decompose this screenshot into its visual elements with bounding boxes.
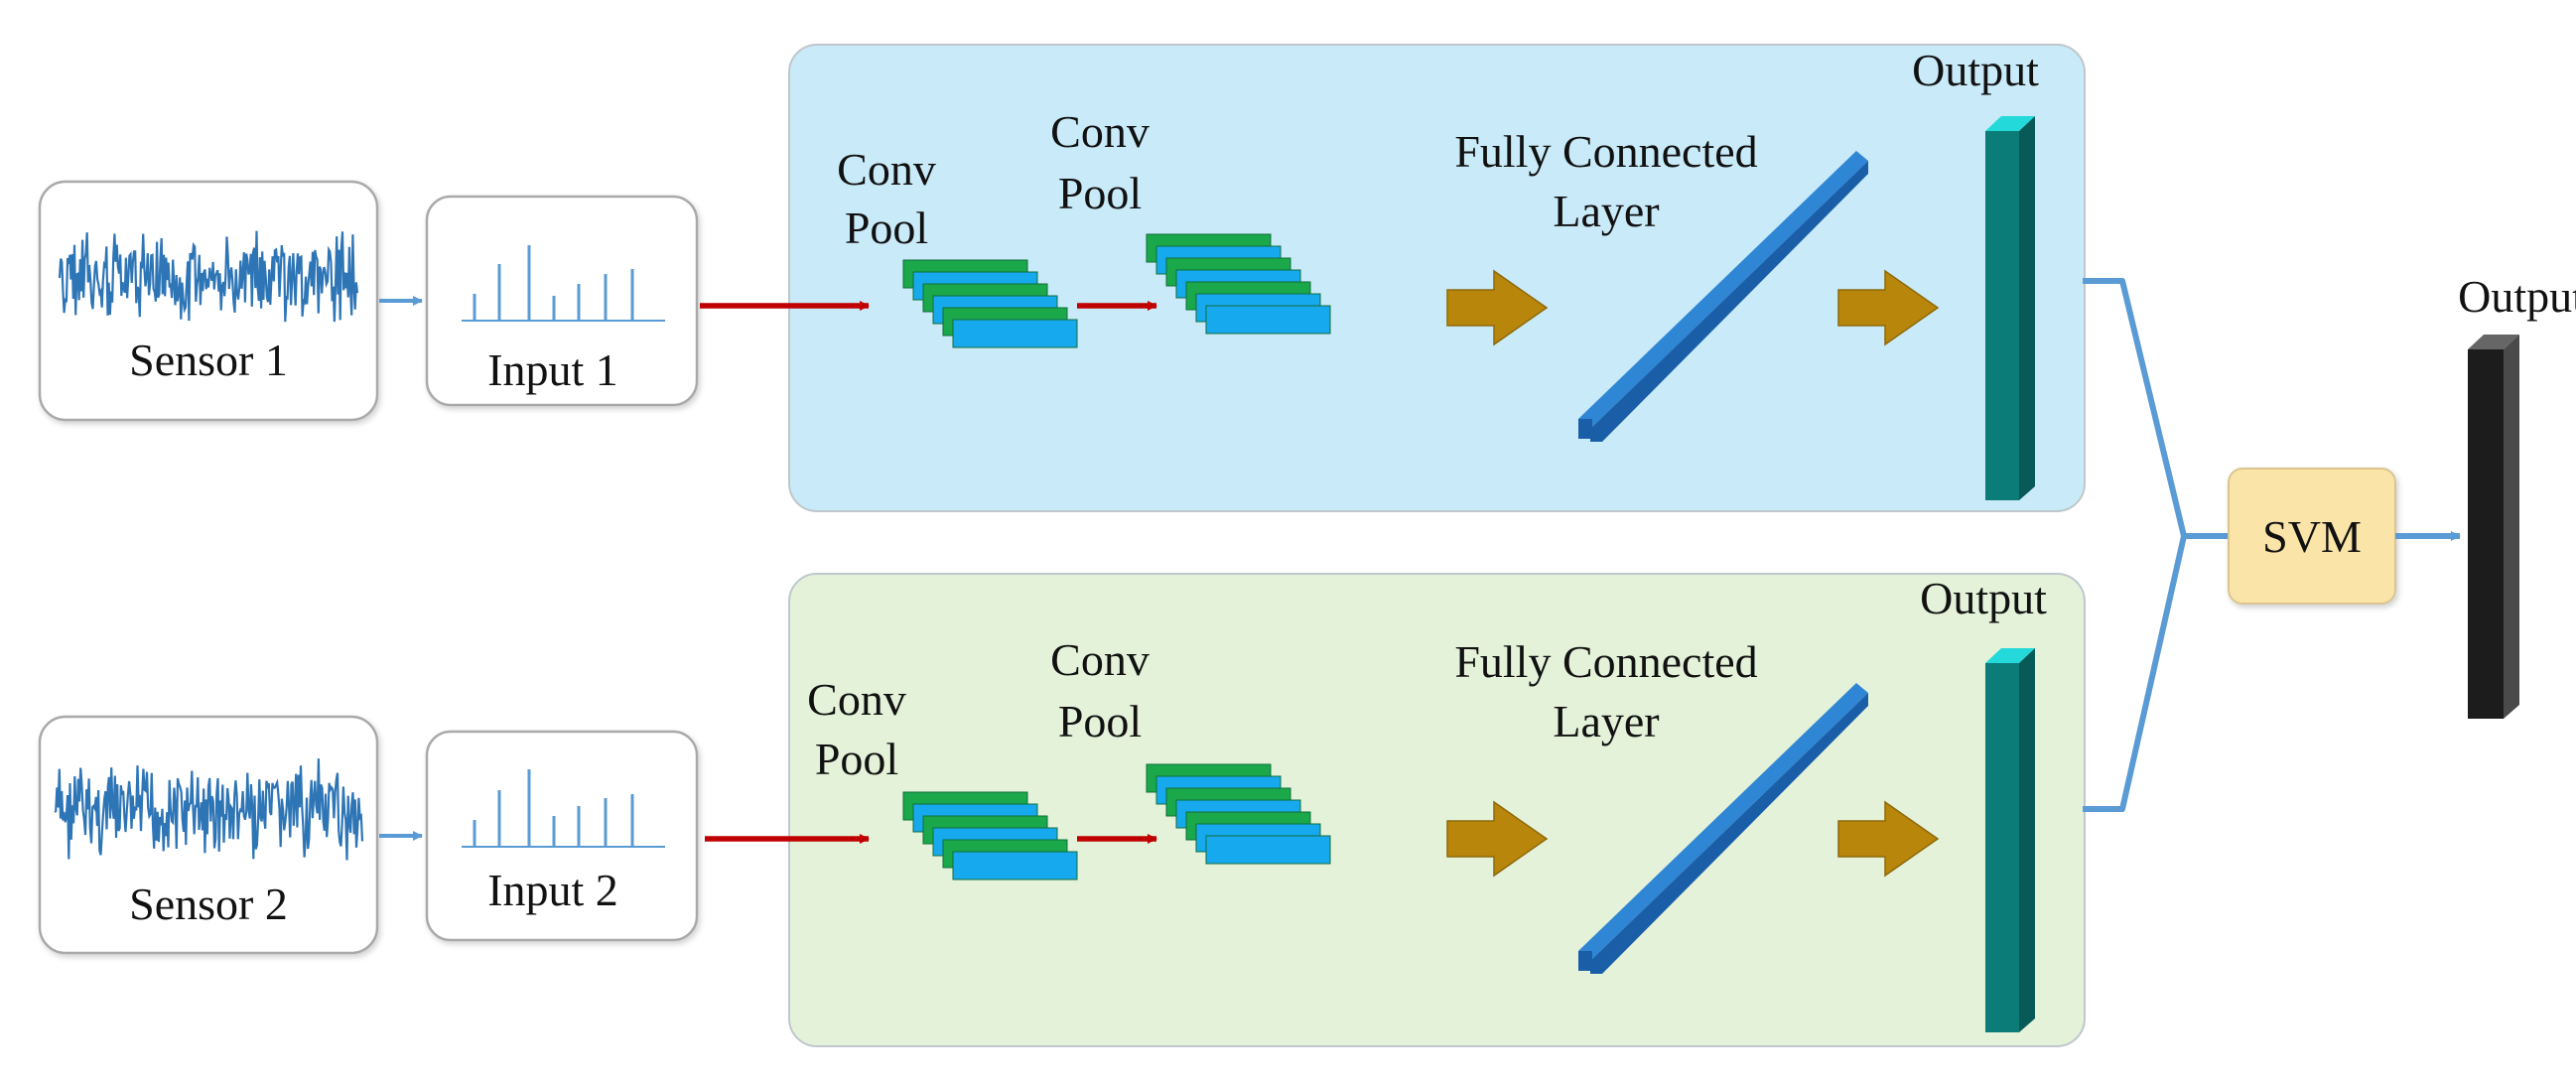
- gold-arrow-1a: [1446, 269, 1549, 346]
- conv1-label-1: Conv: [837, 144, 936, 195]
- conv2-label-1: Conv: [1050, 106, 1150, 157]
- feature-map-plate: [952, 319, 1078, 348]
- conv1-label-2: Conv: [807, 674, 906, 725]
- fully-connected-layer-2: [1578, 683, 1868, 974]
- input-card-1: Input 1: [425, 195, 699, 407]
- feature-map-plate: [1205, 305, 1331, 335]
- feature-map-plate: [1205, 835, 1331, 865]
- pool2-label-1: Pool: [1058, 168, 1142, 218]
- input-1-label: Input 1: [487, 344, 618, 395]
- svm-label: SVM: [2262, 511, 2362, 562]
- fc-label-line1-1: Fully Connected: [1454, 126, 1757, 177]
- pool2-label-2: Pool: [1058, 696, 1142, 746]
- branch-output-vector-1: [1985, 116, 2035, 500]
- final-output-vector: [2468, 335, 2519, 719]
- branch-1-to-svm-connector: [2083, 278, 2229, 539]
- branch-1: Sensor 1 Input 1 Conv Pool: [38, 44, 2086, 512]
- input-2-spectrum: [462, 769, 665, 848]
- fusion-stage: SVM Output: [2083, 271, 2576, 812]
- input-2-label: Input 2: [487, 865, 618, 915]
- fc-label-line1-2: Fully Connected: [1454, 636, 1757, 687]
- fc-label-line2-2: Layer: [1553, 696, 1659, 746]
- pool1-label-2: Pool: [815, 734, 898, 784]
- pool1-label-1: Pool: [845, 203, 928, 253]
- conv2-label-2: Conv: [1050, 634, 1150, 685]
- final-output-label: Output: [2458, 271, 2576, 322]
- sensor-1-label: Sensor 1: [129, 335, 288, 385]
- feature-maps-2b: [1146, 763, 1331, 865]
- input-1-spectrum: [462, 245, 665, 322]
- sensor-card-2: Sensor 2: [38, 715, 379, 955]
- branch-2: Sensor 2 Input 2 Conv Pool Conv Pool: [38, 573, 2086, 1047]
- sensor-1-waveform: [58, 230, 359, 323]
- branch-output-vector-2: [1985, 648, 2035, 1032]
- sensor-2-label: Sensor 2: [129, 879, 288, 929]
- feature-maps-2a: [902, 791, 1078, 880]
- gold-arrow-2a: [1446, 800, 1549, 878]
- sensor-2-waveform: [54, 758, 364, 861]
- gold-arrow-2b: [1837, 800, 1940, 878]
- fully-connected-layer-1: [1578, 151, 1868, 442]
- gold-arrow-1b: [1837, 269, 1940, 346]
- feature-maps-1a: [902, 259, 1078, 348]
- panel-output-label-2: Output: [1920, 573, 2047, 623]
- panel-output-label-1: Output: [1912, 45, 2039, 95]
- input-card-2: Input 2: [425, 730, 699, 942]
- fc-label-line2-1: Layer: [1553, 186, 1659, 236]
- sensor-card-1: Sensor 1: [38, 180, 379, 422]
- branch-2-to-svm-connector: [2083, 535, 2187, 812]
- feature-maps-1b: [1146, 233, 1331, 335]
- feature-map-plate: [952, 851, 1078, 880]
